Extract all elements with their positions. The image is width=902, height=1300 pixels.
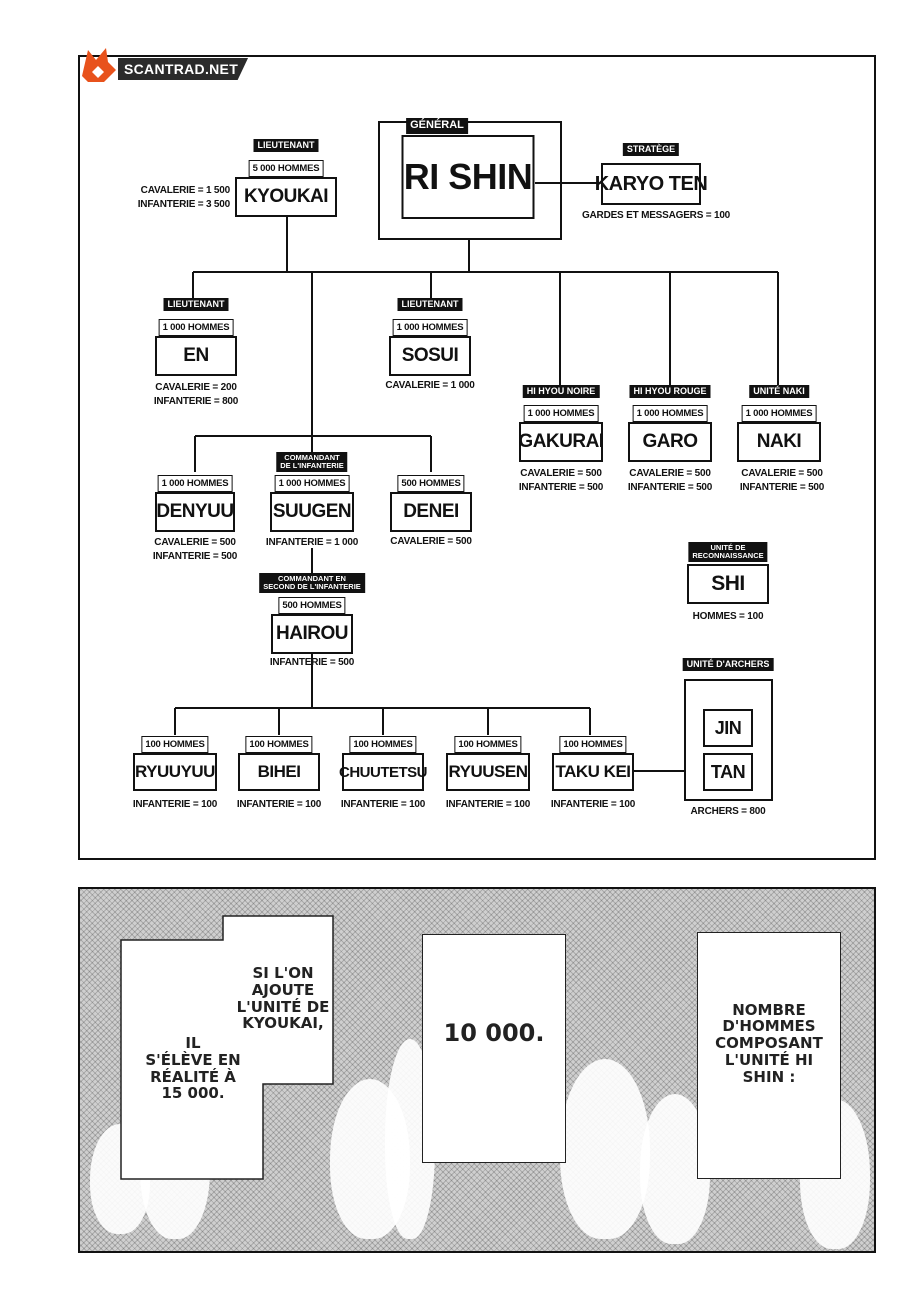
- chuutetsu-stats: INFANTERIE = 100: [340, 799, 426, 810]
- en-name: EN: [155, 336, 237, 376]
- en-tag: LIEUTENANT: [163, 298, 229, 312]
- scantrad-logo: SCANTRAD.NET: [78, 44, 249, 84]
- en-count: 1 000 HOMMES: [158, 319, 234, 336]
- naki-name: NAKI: [737, 422, 821, 462]
- ryuuyuu-count: 100 HOMMES: [141, 736, 209, 753]
- general-tag: GÉNÉRAL: [406, 118, 468, 134]
- takukei-count: 100 HOMMES: [559, 736, 627, 753]
- suugen-count: 1 000 HOMMES: [274, 475, 350, 492]
- en-stats: CAVALERIE = 200 INFANTERIE = 800: [153, 382, 239, 407]
- ryuusen-stats: INFANTERIE = 100: [445, 799, 531, 810]
- takukei-stats: INFANTERIE = 100: [550, 799, 636, 810]
- chuutetsu-name: CHUUTETSU: [339, 753, 428, 791]
- kyoukai-count: 5 000 HOMMES: [248, 160, 324, 177]
- naki-tag: UNITÉ NAKI: [749, 385, 809, 399]
- gakurai-stats: CAVALERIE = 500 INFANTERIE = 500: [518, 468, 604, 493]
- denyuu-count: 1 000 HOMMES: [157, 475, 233, 492]
- denyuu-stats: CAVALERIE = 500 INFANTERIE = 500: [152, 537, 238, 562]
- archers-tag: UNITÉ D'ARCHERS: [682, 658, 774, 672]
- ryuusen-count: 100 HOMMES: [454, 736, 522, 753]
- gakurai-tag: HI HYOU NOIRE: [522, 385, 600, 399]
- general-name: RI SHIN: [401, 135, 535, 219]
- suugen-stats: INFANTERIE = 1 000: [265, 537, 359, 548]
- fox-icon: [82, 48, 116, 82]
- strategist-stats: GARDES ET MESSAGERS = 100: [581, 210, 731, 221]
- garo-name: GARO: [628, 422, 712, 462]
- sosui-stats: CAVALERIE = 1 000: [385, 380, 475, 391]
- kyoukai-stats: CAVALERIE = 1 500 INFANTERIE = 3 500: [137, 185, 230, 210]
- archers-stats: ARCHERS = 800: [690, 806, 766, 817]
- bubble-left-top: SI L'ON AJOUTE L'UNITÉ DE KYOUKAI,: [236, 964, 330, 1033]
- ryuuyuu-stats: INFANTERIE = 100: [132, 799, 218, 810]
- denei-name: DENEI: [390, 492, 472, 532]
- denei-stats: CAVALERIE = 500: [390, 536, 472, 547]
- bubble-left-bottom: IL S'ÉLÈVE EN RÉALITÉ À 15 000.: [145, 1034, 241, 1103]
- gakurai-name: GAKURAI: [518, 422, 604, 462]
- bubble-middle: 10 000.: [422, 934, 566, 1163]
- shi-tag: UNITÉ DE RECONNAISSANCE: [688, 542, 768, 562]
- shi-name: SHI: [687, 564, 769, 604]
- suugen-name: SUUGEN: [270, 492, 354, 532]
- hairou-stats: INFANTERIE = 500: [269, 657, 355, 668]
- sosui-tag: LIEUTENANT: [397, 298, 463, 312]
- bihei-count: 100 HOMMES: [245, 736, 313, 753]
- naki-count: 1 000 HOMMES: [741, 405, 817, 422]
- strategist-name: KARYO TEN: [595, 163, 708, 205]
- sosui-name: SOSUI: [389, 336, 471, 376]
- naki-stats: CAVALERIE = 500 INFANTERIE = 500: [739, 468, 825, 493]
- denei-count: 500 HOMMES: [397, 475, 465, 492]
- kyoukai-name: KYOUKAI: [235, 177, 337, 217]
- flame-shape: [140, 1089, 210, 1239]
- flame-shape: [560, 1059, 650, 1239]
- hairou-name: HAIROU: [271, 614, 353, 654]
- strategist-tag: STRATÈGE: [622, 143, 680, 157]
- garo-count: 1 000 HOMMES: [632, 405, 708, 422]
- suugen-tag: COMMANDANT DE L'INFANTERIE: [276, 452, 348, 472]
- ryuuyuu-name: RYUUYUU: [133, 753, 217, 791]
- takukei-name: TAKU KEI: [552, 753, 634, 791]
- archers-jin: JIN: [703, 709, 753, 747]
- gakurai-count: 1 000 HOMMES: [523, 405, 599, 422]
- bubble-right: NOMBRE D'HOMMES COMPOSANT L'UNITÉ HI SHI…: [697, 932, 841, 1179]
- garo-tag: HI HYOU ROUGE: [629, 385, 711, 399]
- bihei-name: BIHEI: [238, 753, 320, 791]
- chuutetsu-count: 100 HOMMES: [349, 736, 417, 753]
- sosui-count: 1 000 HOMMES: [392, 319, 468, 336]
- shi-stats: HOMMES = 100: [692, 611, 764, 622]
- hairou-count: 500 HOMMES: [278, 597, 346, 614]
- logo-text: SCANTRAD.NET: [118, 58, 249, 80]
- archers-tan: TAN: [703, 753, 753, 791]
- garo-stats: CAVALERIE = 500 INFANTERIE = 500: [627, 468, 713, 493]
- bihei-stats: INFANTERIE = 100: [236, 799, 322, 810]
- hairou-tag: COMMANDANT EN SECOND DE L'INFANTERIE: [259, 573, 365, 593]
- denyuu-name: DENYUU: [155, 492, 235, 532]
- ryuusen-name: RYUUSEN: [446, 753, 530, 791]
- kyoukai-tag: LIEUTENANT: [253, 139, 319, 153]
